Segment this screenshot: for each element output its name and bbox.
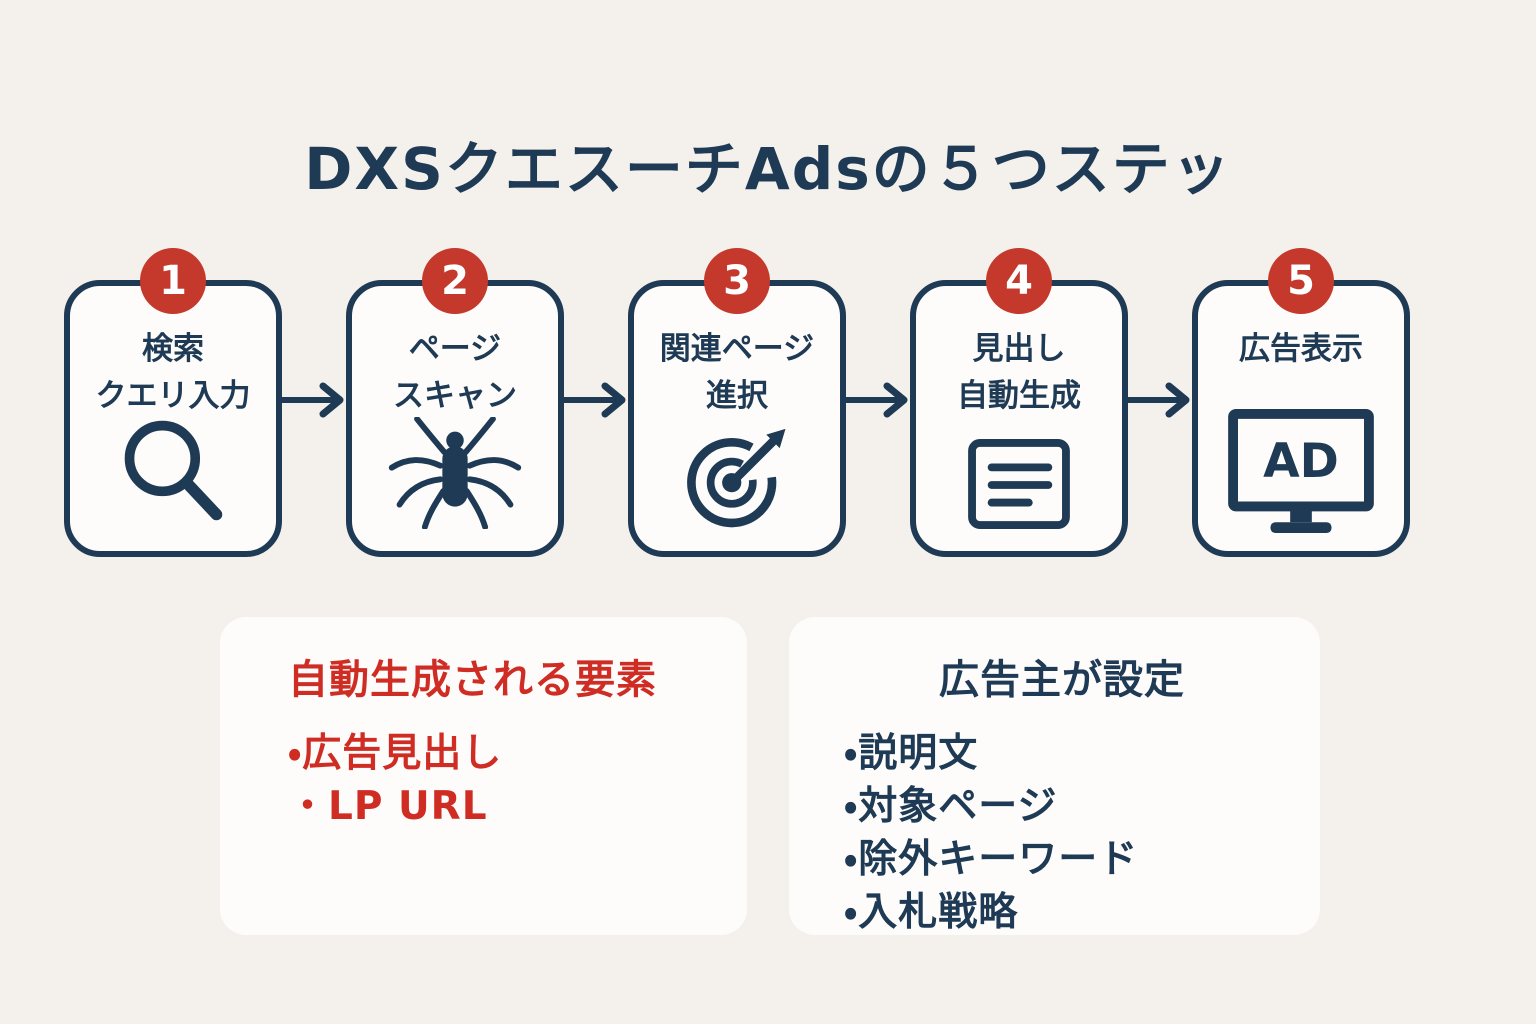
step-2-label-line2: スキャン [393,377,517,414]
auto-generated-card-items: ・広告見出し ・LP URL [288,727,747,833]
step-5-label: 広告表示 [1198,326,1404,373]
target-icon [634,421,840,529]
step-1-label: 検索 クエリ入力 [70,326,276,419]
step-3-label-line2: 進択 [706,377,768,414]
step-1-label-line2: クエリ入力 [95,377,251,414]
advertiser-settings-card-heading: 広告主が設定 [939,657,1185,703]
flow-arrow-3 [844,248,910,418]
step-3-number-badge: 3 [704,248,770,314]
step-1-box: 検索 クエリ入力 [64,280,282,557]
page-title: DXSクエスーチAdsの５つステッ [304,135,1232,203]
auto-generated-card-heading: 自動生成される要素 [288,657,657,703]
list-item: ・除外キーワード [844,837,1139,882]
step-2-number-badge: 2 [422,248,488,314]
step-2: 2 ページ スキャン [346,248,564,557]
document-icon [916,439,1122,529]
flow-arrow-2 [562,248,628,418]
steps-flow: 1 検索 クエリ入力 2 [64,248,1410,557]
step-3-label: 関連ページ 進択 [634,326,840,419]
search-icon [70,415,276,529]
step-2-label-line1: ページ [408,331,502,367]
step-2-label: ページ スキャン [352,326,558,419]
list-item: ・広告見出し [288,731,503,776]
list-item: ・対象ページ [844,784,1058,829]
flow-arrow-1 [280,248,346,418]
step-4: 4 見出し 自動生成 [910,248,1128,557]
list-item: ・LP URL [288,784,488,829]
step-1-number-badge: 1 [140,248,206,314]
ad-screen-text: AD [1263,434,1339,489]
step-4-label-line2: 自動生成 [957,377,1081,414]
step-3-label-line1: 関連ページ [659,331,815,367]
step-4-label: 見出し 自動生成 [916,326,1122,419]
step-5-box: 広告表示 AD [1192,280,1410,557]
step-2-box: ページ スキャン [346,280,564,557]
step-1-label-line1: 検索 [142,331,204,367]
step-4-label-line1: 見出し [972,331,1066,367]
list-item: ・入札戦略 [844,890,1019,935]
step-3: 3 関連ページ 進択 [628,248,846,557]
auto-generated-card: 自動生成される要素 ・広告見出し ・LP URL [220,617,747,935]
step-5: 5 広告表示 AD [1192,248,1410,557]
step-5-label-line1: 広告表示 [1239,331,1363,367]
advertiser-settings-card: 広告主が設定 ・説明文 ・対象ページ ・除外キーワード ・入札戦略 [789,617,1320,935]
step-5-number-badge: 5 [1268,248,1334,314]
ad-monitor-icon: AD [1198,409,1404,535]
step-1: 1 検索 クエリ入力 [64,248,282,557]
step-3-box: 関連ページ 進択 [628,280,846,557]
spider-icon [352,417,558,529]
advertiser-settings-card-items: ・説明文 ・対象ページ ・除外キーワード ・入札戦略 [844,727,1280,939]
step-4-box: 見出し 自動生成 [910,280,1128,557]
step-4-number-badge: 4 [986,248,1052,314]
flow-arrow-4 [1126,248,1192,418]
list-item: ・説明文 [844,731,979,776]
